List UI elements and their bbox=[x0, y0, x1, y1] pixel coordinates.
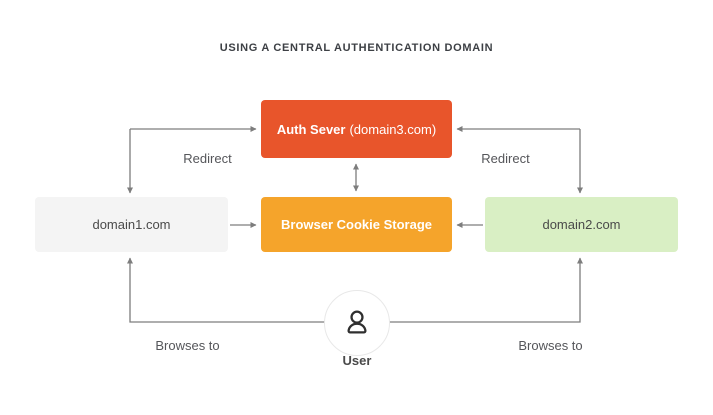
auth-server-domain: (domain3.com) bbox=[349, 121, 437, 137]
label-browses-right: Browses to bbox=[518, 338, 583, 353]
domain1-label: domain1.com bbox=[92, 217, 171, 232]
domain2-label: domain2.com bbox=[542, 217, 621, 232]
edge-user-domain1 bbox=[127, 257, 330, 323]
cookie-storage-label: Browser Cookie Storage bbox=[281, 217, 432, 232]
node-auth-server: Auth Sever (domain3.com) bbox=[261, 100, 452, 158]
label-browses-left: Browses to bbox=[155, 338, 220, 353]
edge-user-domain2 bbox=[384, 257, 583, 323]
user-node bbox=[324, 290, 390, 356]
node-browser-cookie-storage: Browser Cookie Storage bbox=[261, 197, 452, 252]
person-icon bbox=[347, 310, 367, 334]
node-domain1: domain1.com bbox=[35, 197, 228, 252]
user-label: User bbox=[342, 353, 372, 368]
label-redirect-left: Redirect bbox=[183, 151, 232, 166]
label-redirect-right: Redirect bbox=[481, 151, 530, 166]
diagram-title: USING A CENTRAL AUTHENTICATION DOMAIN bbox=[219, 42, 494, 54]
auth-server-name: Auth Sever bbox=[276, 121, 346, 137]
node-domain2: domain2.com bbox=[485, 197, 678, 252]
